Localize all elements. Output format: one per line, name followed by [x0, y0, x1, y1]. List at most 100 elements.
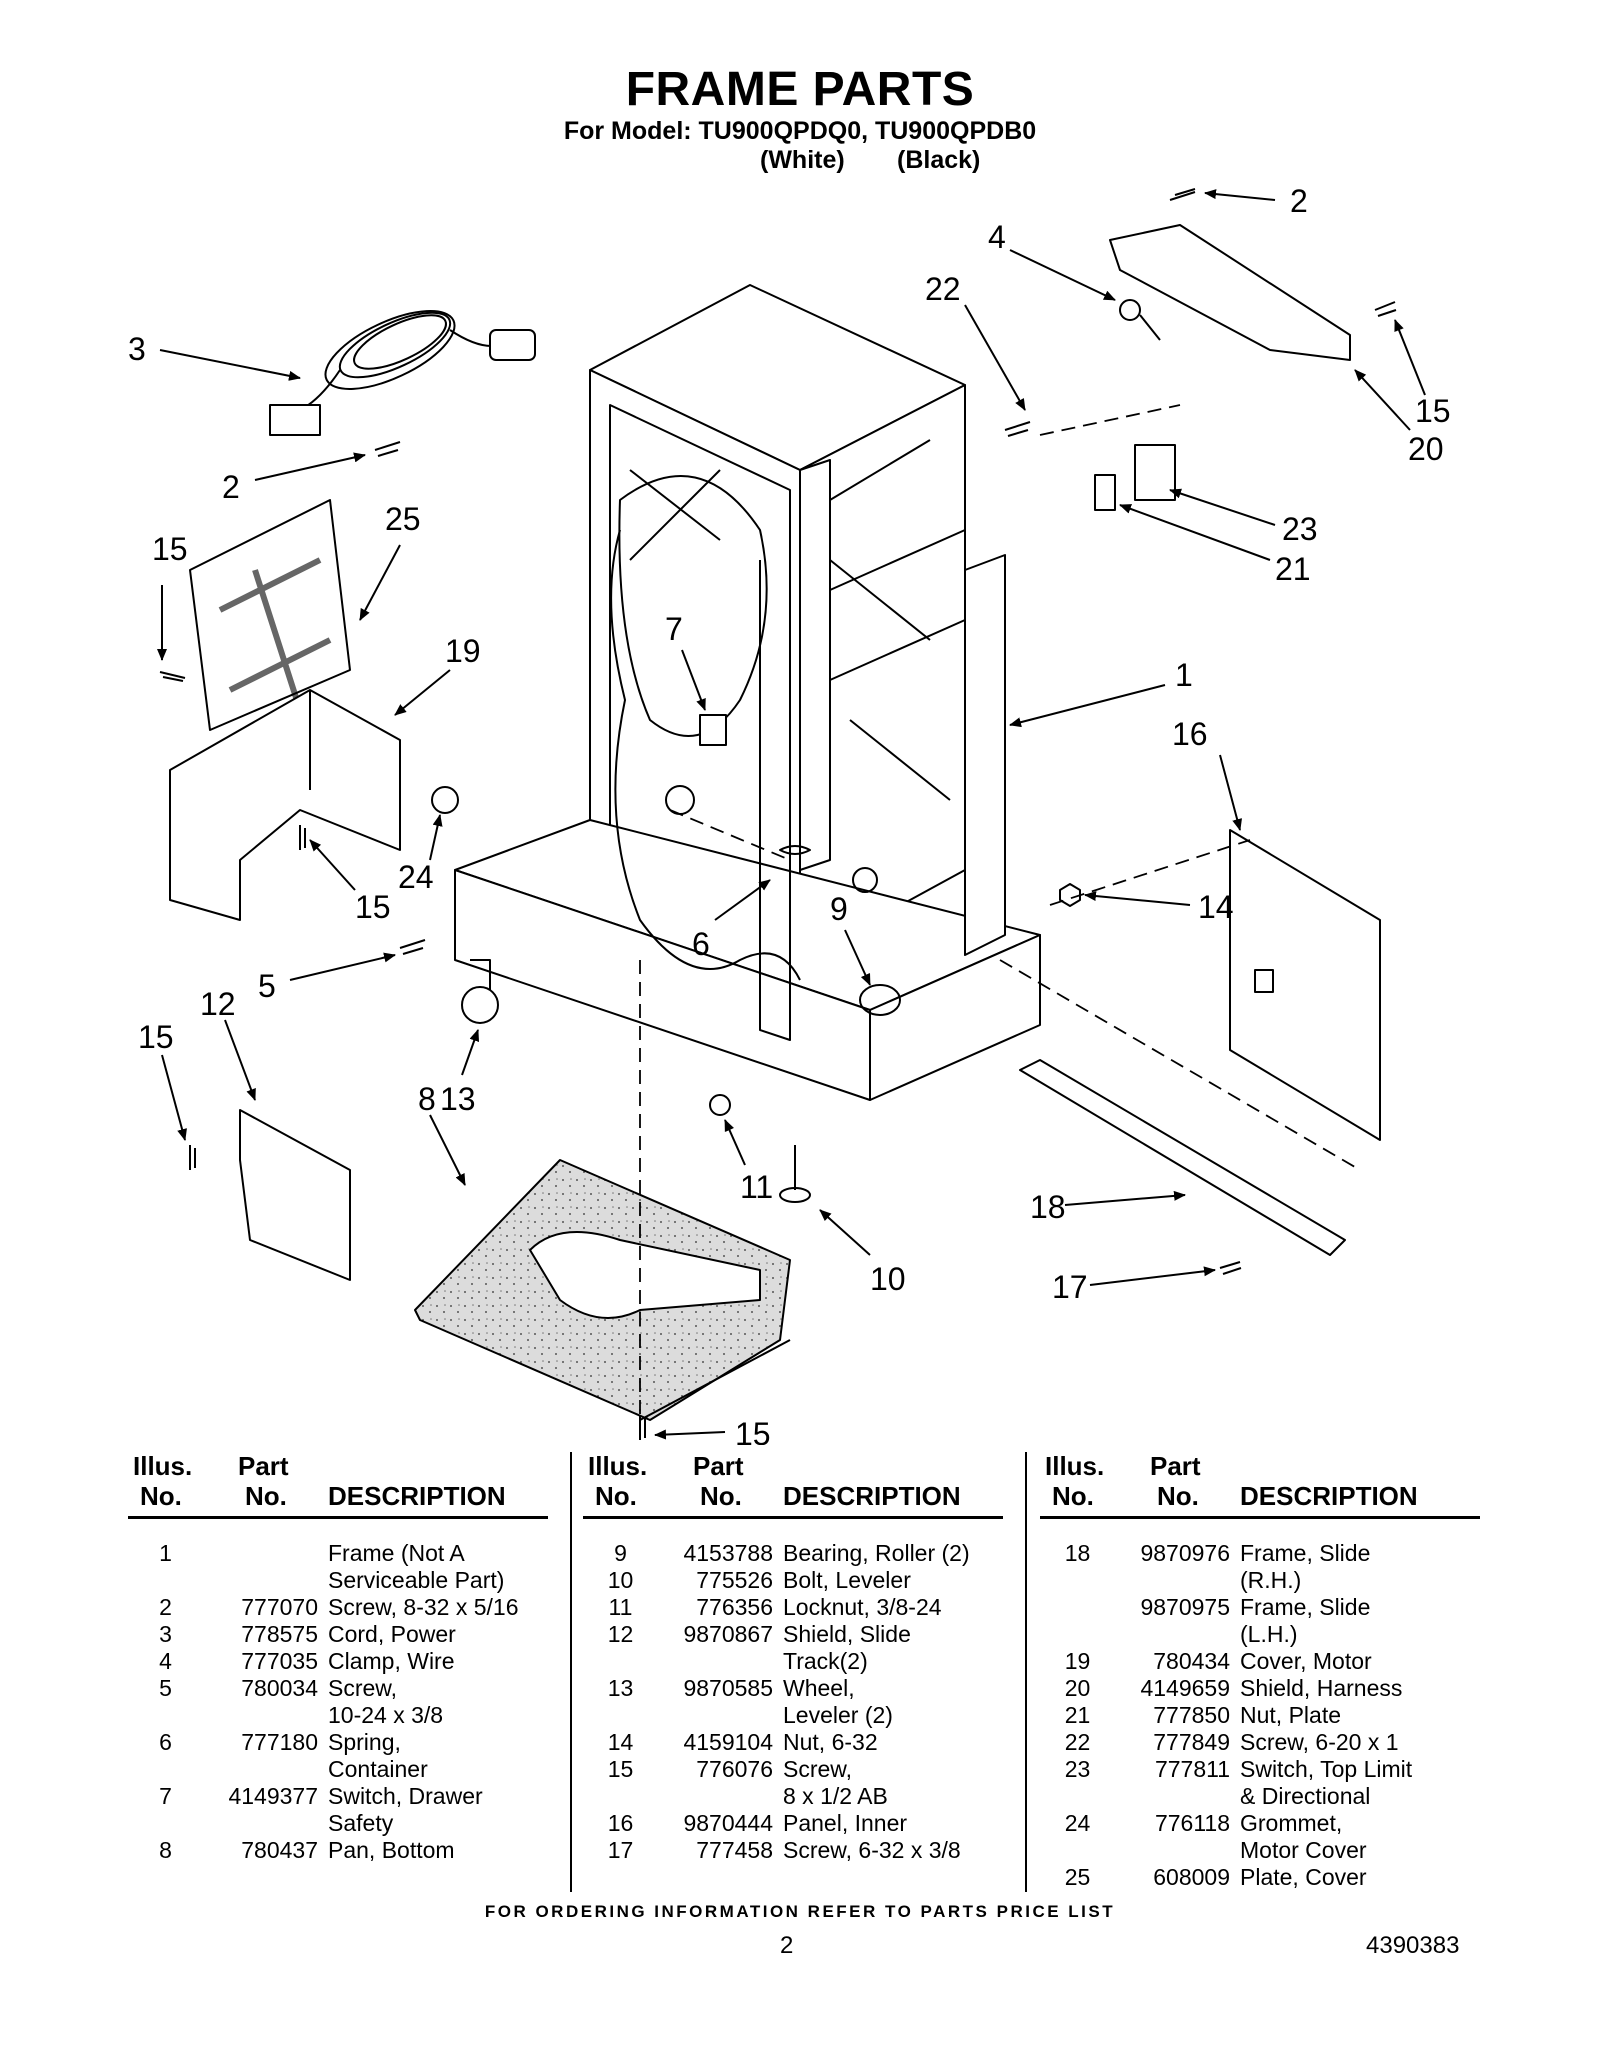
callout-2-left: 2 [222, 469, 240, 505]
part-description: (R.H.) [1240, 1567, 1302, 1593]
part-description: Screw, 6-20 x 1 [1240, 1729, 1399, 1755]
part-description: Screw, 6-32 x 3/8 [783, 1837, 961, 1863]
part-description: Wheel, [783, 1675, 855, 1701]
screw-part-22 [1004, 421, 1031, 437]
page-number: 2 [780, 1932, 794, 1959]
header-part-no: No. [245, 1481, 287, 1511]
callout-15-low: 15 [138, 1019, 174, 1055]
header-part-no: No. [700, 1481, 742, 1511]
header-rule [1040, 1516, 1480, 1519]
illus-number: 8 [159, 1837, 172, 1863]
part-description: Cover, Motor [1240, 1648, 1372, 1674]
callout-8: 8 [418, 1081, 436, 1117]
variant-black: (Black) [897, 146, 981, 174]
part-description: Locknut, 3/8-24 [783, 1594, 942, 1620]
callout-2-top: 2 [1290, 183, 1308, 219]
callout-15-mid: 15 [355, 889, 391, 925]
part-description: Switch, Drawer [328, 1783, 483, 1809]
part-number: 780434 [1153, 1648, 1230, 1674]
inner-panel-part-16 [1229, 829, 1381, 1141]
part-description: Grommet, [1240, 1810, 1343, 1836]
header-illus-no: No. [595, 1481, 637, 1511]
wire-clamp-part-4 [1119, 299, 1161, 341]
part-number: 775526 [696, 1567, 773, 1593]
part-description: Screw, [328, 1675, 398, 1701]
part-number: 777850 [1153, 1702, 1230, 1728]
screw-part-15-low [189, 1145, 196, 1170]
header-illus: Illus. [1045, 1451, 1105, 1481]
variant-white: (White) [760, 146, 845, 174]
screw-part-15-bottom [639, 1415, 646, 1440]
power-cord-part-3 [269, 310, 536, 436]
bottom-pan-part-8 [414, 1159, 791, 1421]
illus-number: 25 [1064, 1864, 1091, 1890]
table-row: 19 780434 Cover, Motor [1040, 1648, 1480, 1675]
illus-number: 11 [608, 1594, 633, 1620]
part-description: Safety [328, 1810, 394, 1836]
header-illus: Illus. [133, 1451, 193, 1481]
part-description: Frame, Slide [1240, 1540, 1371, 1566]
illus-number: 19 [1064, 1648, 1091, 1674]
illus-number: 18 [1064, 1540, 1091, 1566]
part-description: Motor Cover [1240, 1837, 1367, 1863]
part-number: 777849 [1153, 1729, 1230, 1755]
screw-part-15-mid [299, 825, 306, 850]
callout-23: 23 [1282, 511, 1318, 547]
grommet-part-24 [431, 786, 459, 814]
callout-15-bottom: 15 [735, 1416, 771, 1445]
part-number: 4149659 [1140, 1675, 1230, 1701]
part-description: Switch, Top Limit [1240, 1756, 1413, 1782]
part-number: 4149377 [228, 1783, 318, 1809]
exploded-parts-diagram: 2 4 22 3 15 20 2 25 15 23 21 19 7 1 16 2… [128, 183, 1451, 1445]
illus-number: 5 [159, 1675, 172, 1701]
part-description: Pan, Bottom [328, 1837, 455, 1863]
callout-18: 18 [1030, 1189, 1066, 1225]
plate-nut-part-21 [1094, 474, 1116, 511]
motor-cover-part-19 [169, 689, 401, 921]
part-description: Spring, [328, 1729, 401, 1755]
part-number: 776076 [696, 1756, 773, 1782]
header-description: DESCRIPTION [783, 1481, 961, 1511]
illus-number: 7 [159, 1783, 172, 1809]
callout-1: 1 [1175, 657, 1193, 693]
part-description: Leveler (2) [783, 1702, 893, 1728]
part-number: 9870975 [1140, 1594, 1230, 1620]
screw-part-15-left [159, 671, 186, 682]
part-description: Shield, Harness [1240, 1675, 1403, 1701]
part-description: 8 x 1/2 AB [783, 1783, 888, 1809]
part-description: Clamp, Wire [328, 1648, 455, 1674]
part-number: 9870444 [683, 1810, 773, 1836]
illus-number: 4 [159, 1648, 172, 1674]
callout-20: 20 [1408, 431, 1444, 467]
callout-12: 12 [200, 986, 236, 1022]
nut-part-14 [1059, 883, 1081, 907]
leveler-bolt-part-10 [779, 1145, 811, 1203]
screw-part-15-right [1374, 301, 1397, 317]
container-spring-part-6 [779, 845, 811, 855]
screw-part-5 [399, 939, 426, 955]
header-rule [128, 1516, 548, 1519]
part-number: 9870867 [683, 1621, 773, 1647]
header-part-no: No. [1157, 1481, 1199, 1511]
callout-16: 16 [1172, 716, 1208, 752]
callout-22: 22 [925, 271, 961, 307]
